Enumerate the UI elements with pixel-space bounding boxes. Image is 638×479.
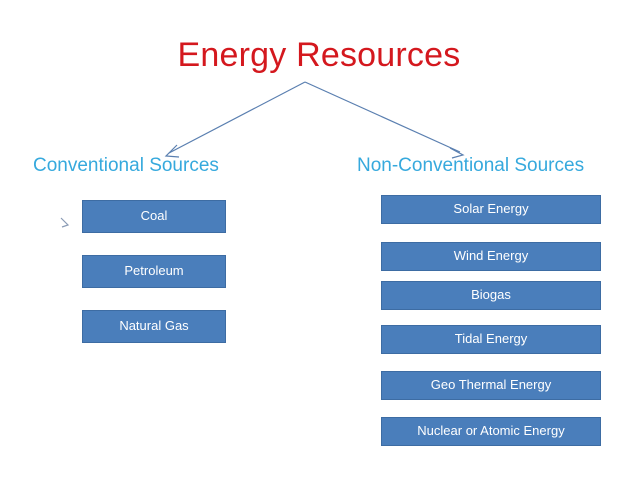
box-biogas[interactable]: Biogas [381, 281, 601, 310]
box-tidal-energy[interactable]: Tidal Energy [381, 325, 601, 354]
column-heading-conventional: Conventional Sources [33, 155, 219, 176]
box-natural-gas[interactable]: Natural Gas [82, 310, 226, 343]
box-petroleum[interactable]: Petroleum [82, 255, 226, 288]
box-wind-energy[interactable]: Wind Energy [381, 242, 601, 271]
column-heading-non-conventional: Non-Conventional Sources [357, 155, 585, 176]
stray-arrow-mark-icon [60, 217, 70, 228]
box-coal[interactable]: Coal [82, 200, 226, 233]
page-title: Energy Resources [177, 36, 461, 74]
box-nuclear-or-atomic-energy[interactable]: Nuclear or Atomic Energy [381, 417, 601, 446]
arrow-to-non-conventional-line [304, 81, 461, 153]
arrow-to-conventional-line [168, 81, 306, 154]
box-solar-energy[interactable]: Solar Energy [381, 195, 601, 224]
box-geo-thermal-energy[interactable]: Geo Thermal Energy [381, 371, 601, 400]
